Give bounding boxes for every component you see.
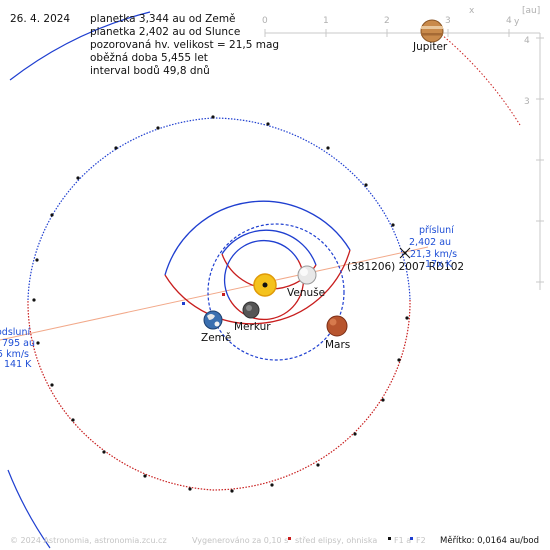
- perihelion-temp: 17x K: [425, 259, 453, 270]
- x-axis-label: x: [469, 6, 475, 16]
- mars-orbit: [164, 200, 351, 325]
- asteroid-position-markers: [32, 115, 409, 493]
- earth-label: Země: [201, 332, 231, 344]
- asteroid-orbit: [27, 117, 411, 491]
- axes: 0 1 2 3 4 x [au] 4 3 y: [262, 6, 544, 290]
- legend-f1-marker: [388, 537, 391, 540]
- au-unit-label: [au]: [522, 6, 540, 16]
- mercury-icon[interactable]: [242, 301, 260, 319]
- legend-f2-marker: [410, 537, 413, 540]
- perihelion-speed: 21,3 km/s: [410, 249, 457, 260]
- info-interval: interval bodů 49,8 dnů: [90, 65, 210, 77]
- generated-time: Vygenerováno za 0,10 s: [192, 536, 288, 545]
- legend-center-text: střed elipsy, ohniska: [295, 536, 377, 545]
- sun-icon[interactable]: [253, 273, 277, 297]
- legend-f2-text: F2: [416, 536, 426, 545]
- mercury-label: Merkur: [234, 321, 271, 333]
- aphelion-distance: 795 au: [2, 338, 35, 349]
- info-period: oběžná doba 5,455 let: [90, 52, 208, 64]
- perihelion-title: přísluní: [419, 225, 454, 236]
- info-magnitude: pozorovaná hv. velikost = 21,5 mag: [90, 39, 279, 51]
- focus-f2-marker: [182, 302, 185, 305]
- aphelion-title: odsluní: [0, 327, 30, 338]
- asteroid-marker[interactable]: [399, 247, 411, 259]
- asteroid-name: (381206) 2007 RD102: [347, 261, 464, 273]
- x-tick-3: 3: [445, 16, 451, 26]
- jupiter-orbit: [7, 11, 521, 549]
- jupiter-label: Jupiter: [412, 41, 448, 53]
- scale-label: Měřítko: 0,0164 au/bod: [440, 536, 539, 546]
- copyright-link[interactable]: © 2024 Astronomia, astronomia.zcu.cz: [10, 536, 167, 545]
- y-axis-label: y: [514, 17, 520, 27]
- venus-icon[interactable]: [297, 265, 317, 285]
- date-label: 26. 4. 2024: [10, 13, 70, 25]
- mars-label: Mars: [325, 339, 350, 351]
- y-tick-3: 3: [524, 97, 530, 107]
- ellipse-center-marker: [222, 293, 225, 296]
- aphelion-temp: 141 K: [4, 359, 32, 370]
- aphelion-speed: 5 km/s: [0, 349, 29, 360]
- footer: © 2024 Astronomia, astronomia.zcu.cz Vyg…: [10, 536, 539, 546]
- apsides-line: [0, 246, 429, 341]
- legend-f1-text: F1 a: [394, 536, 411, 545]
- earth-orbit: [207, 223, 345, 361]
- venus-label: Venuše: [287, 287, 325, 299]
- info-distance-sun: planetka 2,402 au od Slunce: [90, 26, 240, 38]
- jupiter-icon[interactable]: [420, 19, 444, 43]
- perihelion-distance: 2,402 au: [409, 237, 451, 248]
- x-tick-2: 2: [384, 16, 390, 26]
- x-tick-1: 1: [323, 16, 329, 26]
- legend-center-marker: [288, 537, 291, 540]
- perihelion-label: přísluní 2,402 au 21,3 km/s 17x K: [409, 225, 457, 270]
- aphelion-label: odsluní 795 au 5 km/s 141 K: [0, 327, 35, 370]
- x-tick-0: 0: [262, 16, 268, 26]
- mars-icon[interactable]: [326, 315, 348, 337]
- info-distance-earth: planetka 3,344 au od Země: [90, 13, 236, 25]
- earth-icon[interactable]: [203, 310, 223, 330]
- y-tick-4: 4: [524, 36, 530, 46]
- x-tick-4: 4: [506, 16, 512, 26]
